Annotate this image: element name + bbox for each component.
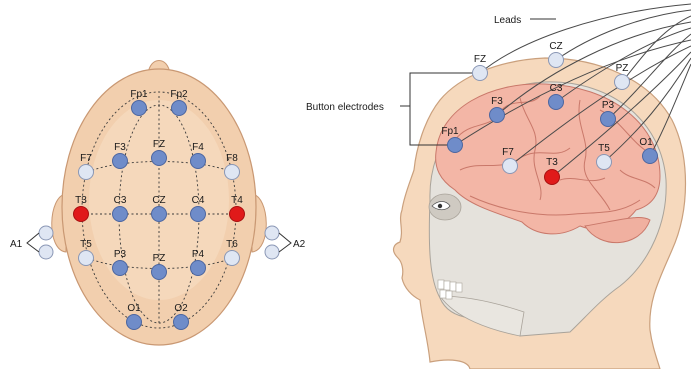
- top-electrode-o2: [174, 315, 189, 330]
- top-label-p4: P4: [192, 249, 205, 260]
- a1-bracket: [27, 233, 39, 252]
- side-view: Leads Button electrodes FZ CZ PZ F3 C3P3Fp1F…: [306, 4, 691, 369]
- top-electrode-f8: [225, 165, 240, 180]
- leads-label: Leads: [494, 15, 521, 26]
- electrode-a2-upper: [265, 226, 279, 240]
- label-a1: A1: [10, 239, 23, 250]
- top-electrode-t4: [230, 207, 245, 222]
- side-electrode-p3: [601, 112, 616, 127]
- side-electrode-f7: [503, 159, 518, 174]
- top-label-f3: F3: [114, 142, 126, 153]
- top-electrode-c4: [191, 207, 206, 222]
- electrode-a2-lower: [265, 245, 279, 259]
- electrode-a1-upper: [39, 226, 53, 240]
- top-electrode-t5: [79, 251, 94, 266]
- top-label-f8: F8: [226, 153, 238, 164]
- top-label-t6: T6: [226, 239, 238, 250]
- top-electrode-f7: [79, 165, 94, 180]
- top-electrode-fp1: [132, 101, 147, 116]
- button-electrodes-label: Button electrodes: [306, 102, 384, 113]
- side-label-t5: T5: [598, 143, 610, 154]
- side-label-c3: C3: [550, 83, 563, 94]
- side-electrode-cz: [549, 53, 564, 68]
- top-label-t3: T3: [75, 195, 87, 206]
- top-label-fp2: Fp2: [170, 89, 188, 100]
- side-label-o1: O1: [639, 137, 653, 148]
- top-label-pz: PZ: [153, 253, 166, 264]
- top-label-t5: T5: [80, 239, 92, 250]
- top-label-o1: O1: [127, 303, 141, 314]
- top-label-t4: T4: [231, 195, 243, 206]
- top-label-fp1: Fp1: [130, 89, 148, 100]
- top-electrode-pz: [152, 265, 167, 280]
- top-electrode-o1: [127, 315, 142, 330]
- side-label-fp1: Fp1: [441, 126, 459, 137]
- top-label-fz: FZ: [153, 139, 165, 150]
- top-electrode-cz: [152, 207, 167, 222]
- top-label-c3: C3: [114, 195, 127, 206]
- top-electrode-p3: [113, 261, 128, 276]
- top-label-p3: P3: [114, 249, 127, 260]
- top-label-cz: CZ: [152, 195, 165, 206]
- side-label-t3: T3: [546, 157, 558, 168]
- top-electrode-t3: [74, 207, 89, 222]
- side-electrode-pz: [615, 75, 630, 90]
- top-electrode-fp2: [172, 101, 187, 116]
- top-electrode-f3: [113, 154, 128, 169]
- top-electrode-t6: [225, 251, 240, 266]
- top-electrode-p4: [191, 261, 206, 276]
- side-electrode-c3: [549, 95, 564, 110]
- side-electrode-t3: [545, 170, 560, 185]
- top-label-f7: F7: [80, 153, 92, 164]
- electrode-a1-lower: [39, 245, 53, 259]
- pupil: [438, 204, 442, 208]
- top-label-c4: C4: [192, 195, 205, 206]
- side-label-cz: CZ: [549, 41, 562, 52]
- side-label-f7: F7: [502, 147, 514, 158]
- top-electrode-fz: [152, 151, 167, 166]
- a2-bracket: [279, 233, 291, 252]
- side-electrode-fp1: [448, 138, 463, 153]
- top-label-o2: O2: [174, 303, 188, 314]
- side-label-pz: PZ: [616, 63, 629, 74]
- side-electrode-t5: [597, 155, 612, 170]
- side-electrode-f3: [490, 108, 505, 123]
- side-label-p3: P3: [602, 100, 615, 111]
- side-label-fz: FZ: [474, 54, 486, 65]
- top-electrode-f4: [191, 154, 206, 169]
- side-electrode-o1: [643, 149, 658, 164]
- top-electrode-c3: [113, 207, 128, 222]
- side-label-f3: F3: [491, 96, 503, 107]
- label-a2: A2: [293, 239, 306, 250]
- top-label-f4: F4: [192, 142, 204, 153]
- side-electrode-fz: [473, 66, 488, 81]
